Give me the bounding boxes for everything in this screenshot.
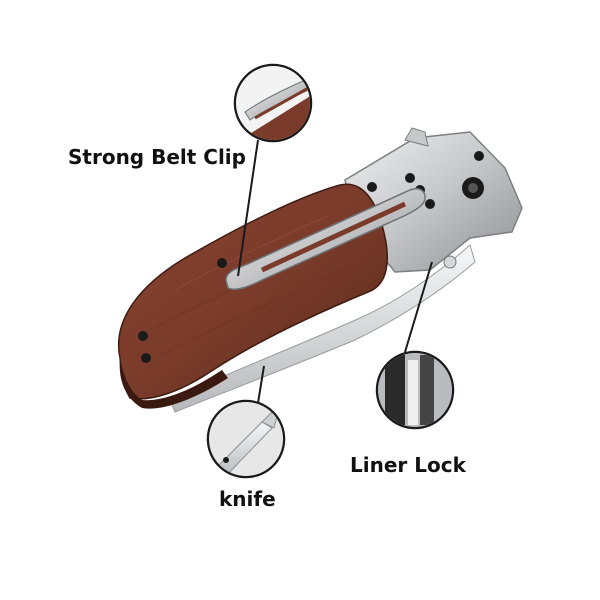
blade-edge bbox=[169, 244, 476, 413]
callout-knife bbox=[206, 365, 286, 479]
belt-clip-label: Strong Belt Clip bbox=[68, 145, 246, 169]
handle-screw bbox=[217, 258, 227, 268]
callout-leader-line bbox=[404, 261, 433, 353]
callout-liner-lock bbox=[375, 261, 455, 430]
knife-label: knife bbox=[219, 487, 276, 511]
folding-knife bbox=[117, 127, 523, 413]
handle-liner bbox=[119, 358, 228, 409]
handle-screw bbox=[367, 182, 377, 192]
handle-screw bbox=[138, 331, 148, 341]
liner-lock-label: Liner Lock bbox=[350, 453, 466, 477]
handle-screw bbox=[141, 353, 151, 363]
callout-leader-line bbox=[237, 139, 259, 277]
flipper-tab bbox=[404, 127, 429, 147]
callout-leader-line bbox=[257, 365, 265, 404]
